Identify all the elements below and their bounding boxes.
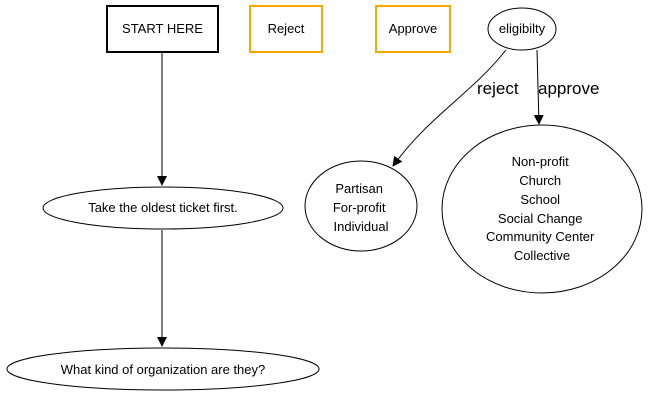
oldest-ticket-node: Take the oldest ticket first. xyxy=(42,186,284,230)
approved-type-line: Collective xyxy=(514,248,570,263)
org-kind-node: What kind of organization are they? xyxy=(6,347,320,391)
approved-type-line: Church xyxy=(519,173,561,188)
reject-edge-label: reject xyxy=(477,79,519,98)
approved-type-line: Community Center xyxy=(486,229,595,244)
approve-legend-node: Approve xyxy=(375,5,451,53)
approved-type-line: School xyxy=(520,192,560,207)
edge-eligibility-approve xyxy=(533,49,544,125)
approved-type-line: Social Change xyxy=(498,211,583,226)
rejected-types-label: Partisan For-profit Individual xyxy=(333,181,389,234)
rejected-type-line: For-profit xyxy=(333,200,386,215)
org-kind-label: What kind of organization are they? xyxy=(61,362,266,377)
eligibility-label: eligibilty xyxy=(499,21,546,36)
reject-legend-label: Reject xyxy=(268,21,305,36)
approved-types-label: Non-profit Church School Social Change C… xyxy=(486,154,598,263)
oldest-ticket-label: Take the oldest ticket first. xyxy=(88,200,238,215)
approved-types-node: Non-profit Church School Social Change C… xyxy=(441,124,643,294)
eligibility-node: eligibilty xyxy=(487,7,557,51)
start-here-node: START HERE xyxy=(106,5,219,53)
rejected-type-line: Partisan xyxy=(335,181,383,196)
approved-type-line: Non-profit xyxy=(512,154,569,169)
rejected-types-node: Partisan For-profit Individual xyxy=(304,160,418,252)
approve-legend-label: Approve xyxy=(389,21,437,36)
start-here-label: START HERE xyxy=(122,21,203,36)
reject-legend-node: Reject xyxy=(249,5,323,53)
approve-edge-label: approve xyxy=(538,79,599,98)
edge-eligibility-reject xyxy=(392,49,507,167)
rejected-type-line: Individual xyxy=(334,219,389,234)
